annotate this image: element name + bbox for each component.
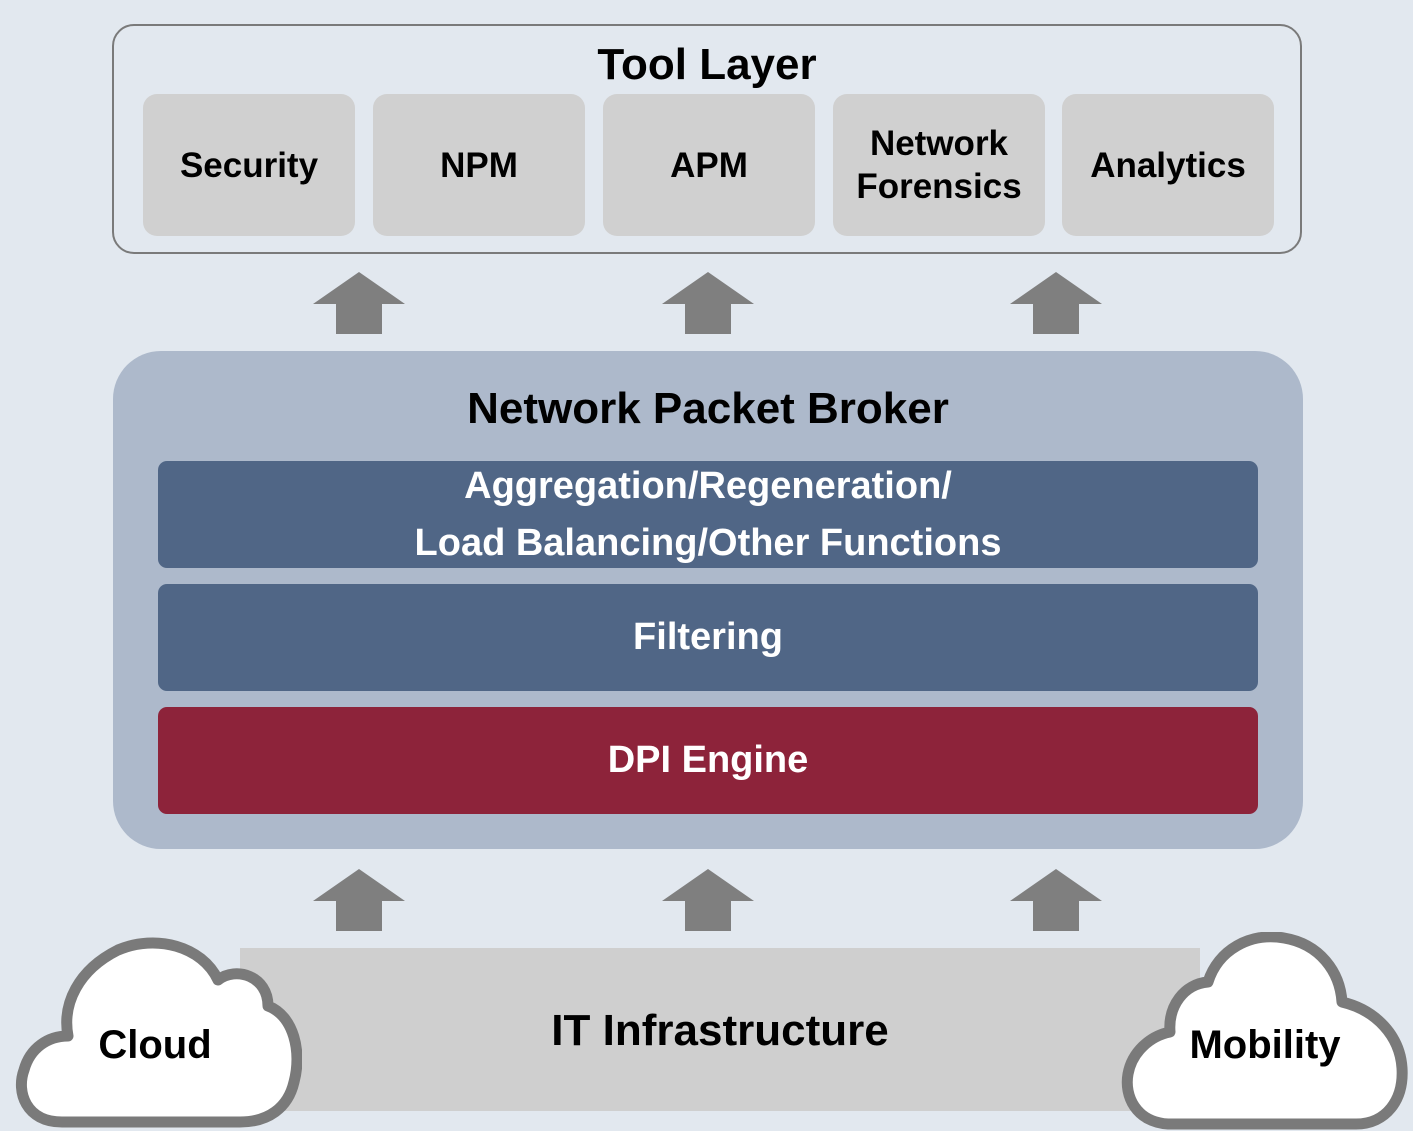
network-packet-broker-panel: Network Packet Broker Aggregation/Regene… <box>113 351 1303 849</box>
tool-apm: APM <box>603 94 815 236</box>
tool-layer-title: Tool Layer <box>597 40 817 89</box>
up-arrow-icon <box>313 869 405 931</box>
up-arrow-icon <box>662 272 754 334</box>
tool-layer-panel: Tool Layer Security NPM APM Network Fore… <box>112 24 1302 254</box>
aggregation-functions-row: Aggregation/Regeneration/ Load Balancing… <box>158 461 1258 568</box>
filtering-row: Filtering <box>158 584 1258 691</box>
up-arrow-icon <box>1010 869 1102 931</box>
aggregation-line-2: Load Balancing/Other Functions <box>414 521 1002 564</box>
tool-security: Security <box>143 94 355 236</box>
tool-npm: NPM <box>373 94 585 236</box>
it-infrastructure-bar: IT Infrastructure <box>240 948 1200 1111</box>
dpi-engine-row: DPI Engine <box>158 707 1258 814</box>
up-arrow-icon <box>1010 272 1102 334</box>
cloud-label: Cloud <box>98 1023 212 1067</box>
tool-analytics: Analytics <box>1062 94 1274 236</box>
mobility-label: Mobility <box>1189 1023 1341 1067</box>
it-infrastructure-label: IT Infrastructure <box>551 1006 889 1055</box>
npb-title: Network Packet Broker <box>467 384 949 433</box>
cloud-icon: Cloud <box>10 932 302 1130</box>
mobility-cloud-icon: Mobility <box>1120 932 1410 1130</box>
tool-network-forensics: Network Forensics <box>833 94 1045 236</box>
up-arrow-icon <box>662 869 754 931</box>
aggregation-line-1: Aggregation/Regeneration/ <box>464 464 952 507</box>
up-arrow-icon <box>313 272 405 334</box>
